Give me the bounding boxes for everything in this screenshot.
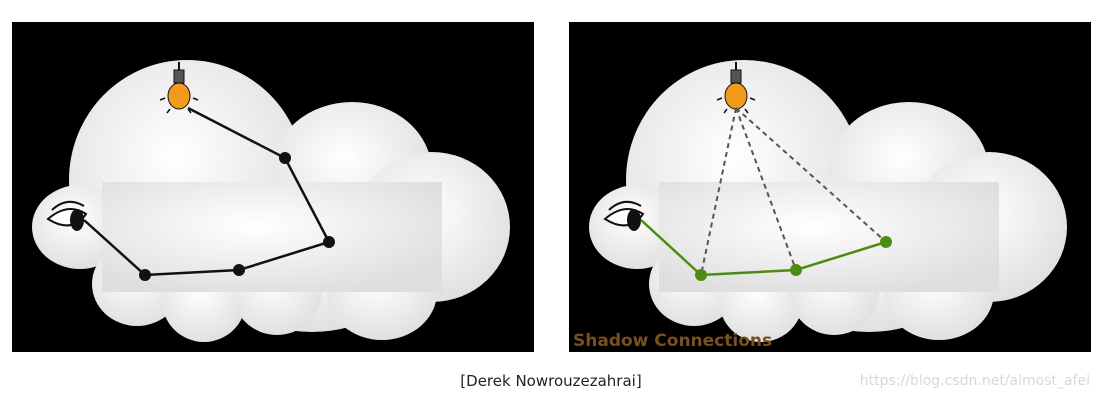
- eye-icon: [603, 200, 645, 231]
- cloud-shape: [589, 60, 1067, 342]
- light-bulb-icon: [716, 62, 756, 114]
- light-bulb-icon: [159, 62, 199, 114]
- cloud-shape: [32, 60, 510, 342]
- eye-icon: [46, 200, 88, 231]
- path-vertex: [139, 269, 151, 281]
- path-diagram-right: [589, 60, 1067, 342]
- path-vertex: [695, 269, 707, 281]
- panel-title-right: Shadow Connections: [573, 331, 773, 351]
- shadow-connection-rays: [700, 107, 887, 276]
- path-vertex: [880, 236, 892, 248]
- path-vertex: [323, 236, 335, 248]
- path-vertex: [790, 264, 802, 276]
- watermark: https://blog.csdn.net/almost_afei: [859, 373, 1090, 389]
- light-path: [83, 106, 335, 281]
- right-panel: Shadow Connections: [569, 22, 1091, 352]
- left-panel: [12, 22, 534, 352]
- path-diagram-left: [32, 60, 510, 342]
- green-light-path: [640, 219, 892, 281]
- path-vertex: [279, 152, 291, 164]
- path-vertex: [233, 264, 245, 276]
- figure-caption: [Derek Nowrouzezahrai]: [460, 372, 642, 390]
